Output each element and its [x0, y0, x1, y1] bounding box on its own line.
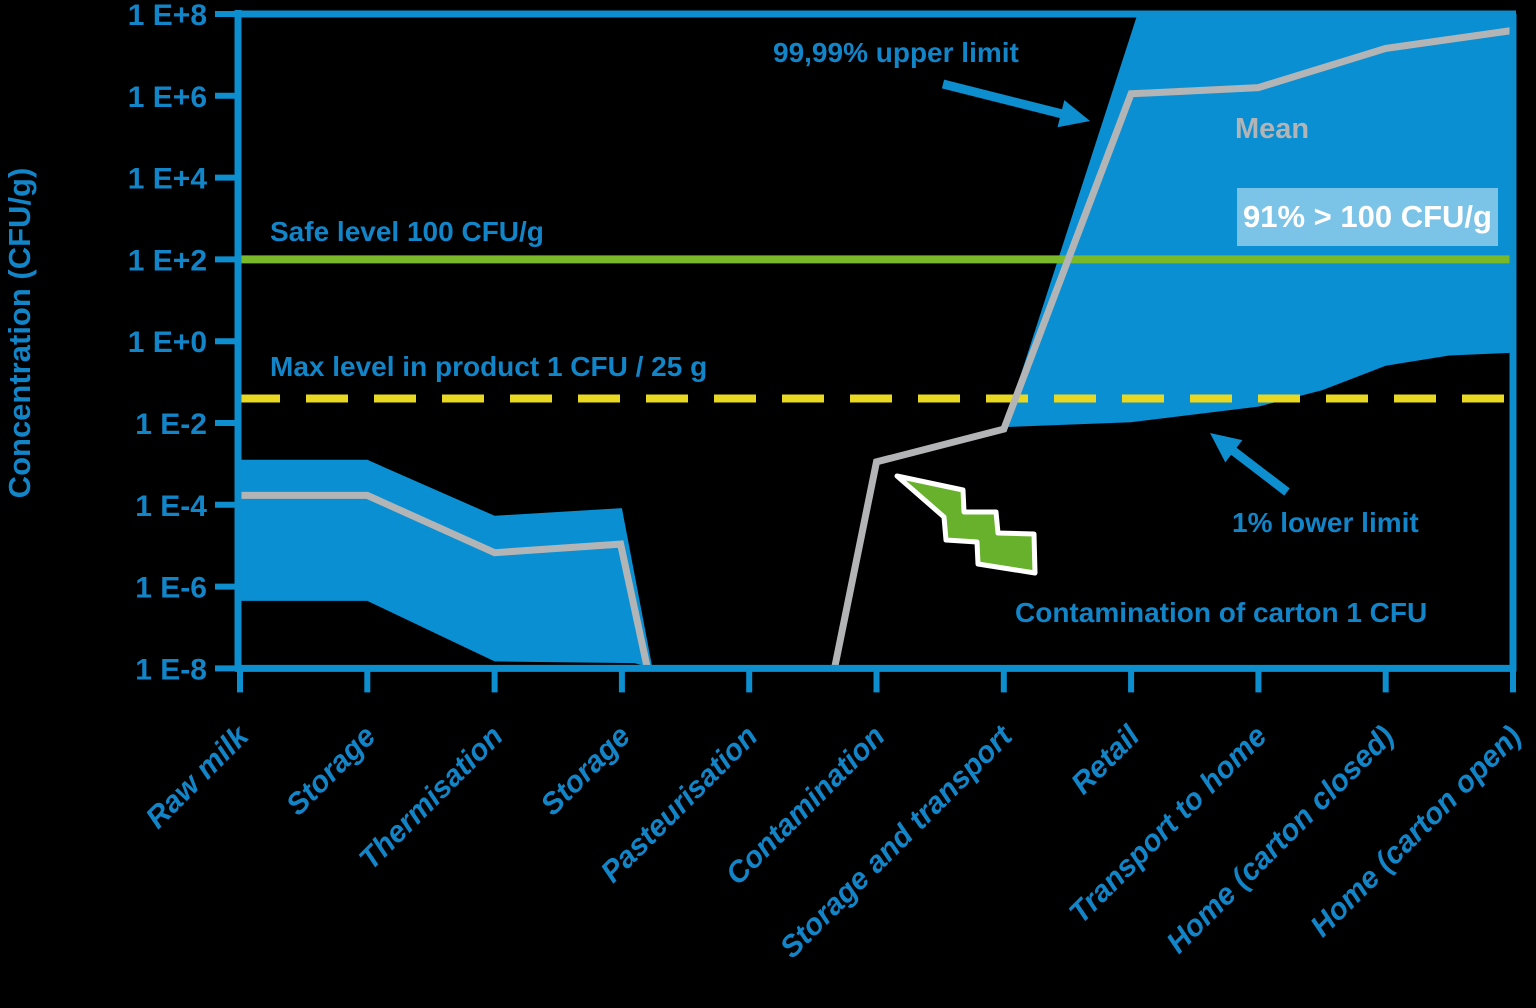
x-category-label: Storage	[535, 720, 637, 822]
lower-limit-label: 1% lower limit	[1232, 507, 1419, 538]
y-tick-label: 1 E+6	[128, 81, 207, 114]
upper-limit-label: 99,99% upper limit	[773, 37, 1019, 68]
y-tick-label: 1 E+4	[128, 163, 208, 196]
x-category-label: Home (carton closed)	[1160, 720, 1400, 960]
x-category-label: Storage and transport	[774, 718, 1020, 964]
contamination-label: Contamination of carton 1 CFU	[1015, 597, 1428, 628]
safe-level-label: Safe level 100 CFU/g	[270, 216, 544, 247]
lightning-bolt-icon	[894, 473, 1038, 576]
y-axis-title: Concentration (CFU/g)	[2, 168, 37, 499]
lower-limit-arrow-head	[1210, 433, 1243, 463]
y-tick-label: 1 E+8	[128, 0, 207, 32]
upper-limit-arrow-head	[1057, 100, 1090, 128]
mean-line-right	[831, 26, 1514, 670]
y-tick-label: 1 E-6	[135, 572, 207, 605]
lower-limit-arrow-shaft	[1228, 445, 1290, 496]
y-tick-label: 1 E-2	[135, 408, 207, 441]
y-tick-label: 1 E+2	[128, 244, 207, 277]
pct-above-safe-text: 91% > 100 CFU/g	[1243, 199, 1492, 234]
x-category-label: Home (carton open)	[1304, 720, 1528, 944]
mean-label: Mean	[1235, 113, 1310, 145]
x-category-label: Raw milk	[140, 719, 256, 835]
x-category-label: Retail	[1065, 719, 1147, 801]
y-tick-label: 1 E-8	[135, 653, 207, 686]
y-tick-label: 1 E-4	[135, 490, 207, 523]
x-category-label: Storage	[280, 720, 382, 822]
y-tick-label: 1 E+0	[128, 326, 207, 359]
pct-above-safe-badge: 91% > 100 CFU/g	[1237, 188, 1498, 246]
uncertainty-band-left	[240, 459, 653, 669]
upper-limit-arrow-shaft	[941, 79, 1065, 119]
mean-line-left	[240, 491, 651, 670]
max-level-label: Max level in product 1 CFU / 25 g	[270, 351, 708, 382]
